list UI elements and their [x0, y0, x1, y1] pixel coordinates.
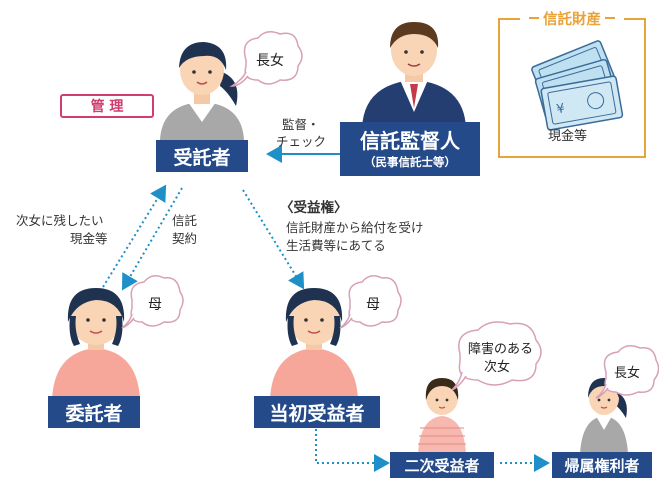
trust-supervisor-note: （民事信託士等） — [364, 155, 456, 169]
trust-contract-line2: 契約 — [172, 231, 198, 246]
secondary-bubble-line2: 次女 — [484, 360, 511, 375]
management-badge: 管 理 — [60, 94, 154, 118]
trustee-label: 受託者 — [156, 140, 248, 172]
supervision-line1: 監督・ — [282, 117, 320, 132]
beneficial-right-title: 〈受益権〉 — [280, 200, 348, 216]
cash-for-daughter-line2: 現金等 — [70, 231, 108, 246]
trust-property-item: 現金等 — [548, 129, 588, 144]
svg-text:¥: ¥ — [555, 101, 566, 117]
residual-bubble-text: 長女 — [614, 366, 641, 381]
secondary-beneficiary-label: 二次受益者 — [390, 452, 494, 478]
secondary-bubble-line1: 障害のある — [468, 342, 534, 357]
trust-property-title: 信託財産 — [520, 8, 624, 28]
succession-arrow-1 — [315, 424, 390, 472]
beneficial-right-arrow — [242, 189, 305, 290]
supervision-line2: チェック — [276, 134, 327, 149]
entrust-cash-arrow — [102, 184, 167, 288]
settlor-label: 委託者 — [48, 396, 140, 428]
trust-contract-arrow — [121, 187, 183, 291]
trust-contract-line1: 信託 — [172, 213, 198, 228]
residual-right-holder-label: 帰属権利者 — [552, 452, 652, 478]
initial-beneficiary-bubble-text: 母 — [366, 297, 380, 313]
initial-beneficiary-label: 当初受益者 — [254, 396, 380, 428]
trust-supervisor-title: 信託監督人 — [360, 129, 460, 153]
settlor-bubble-text: 母 — [148, 297, 162, 313]
trust-supervisor-label: 信託監督人 （民事信託士等） — [340, 122, 480, 176]
beneficial-right-line1: 信託財産から給付を受け — [286, 220, 424, 235]
trustee-bubble-text: 長女 — [256, 53, 284, 69]
beneficial-right-line2: 生活費等にあてる — [286, 238, 386, 253]
cash-for-daughter-line1: 次女に残したい — [16, 213, 104, 228]
